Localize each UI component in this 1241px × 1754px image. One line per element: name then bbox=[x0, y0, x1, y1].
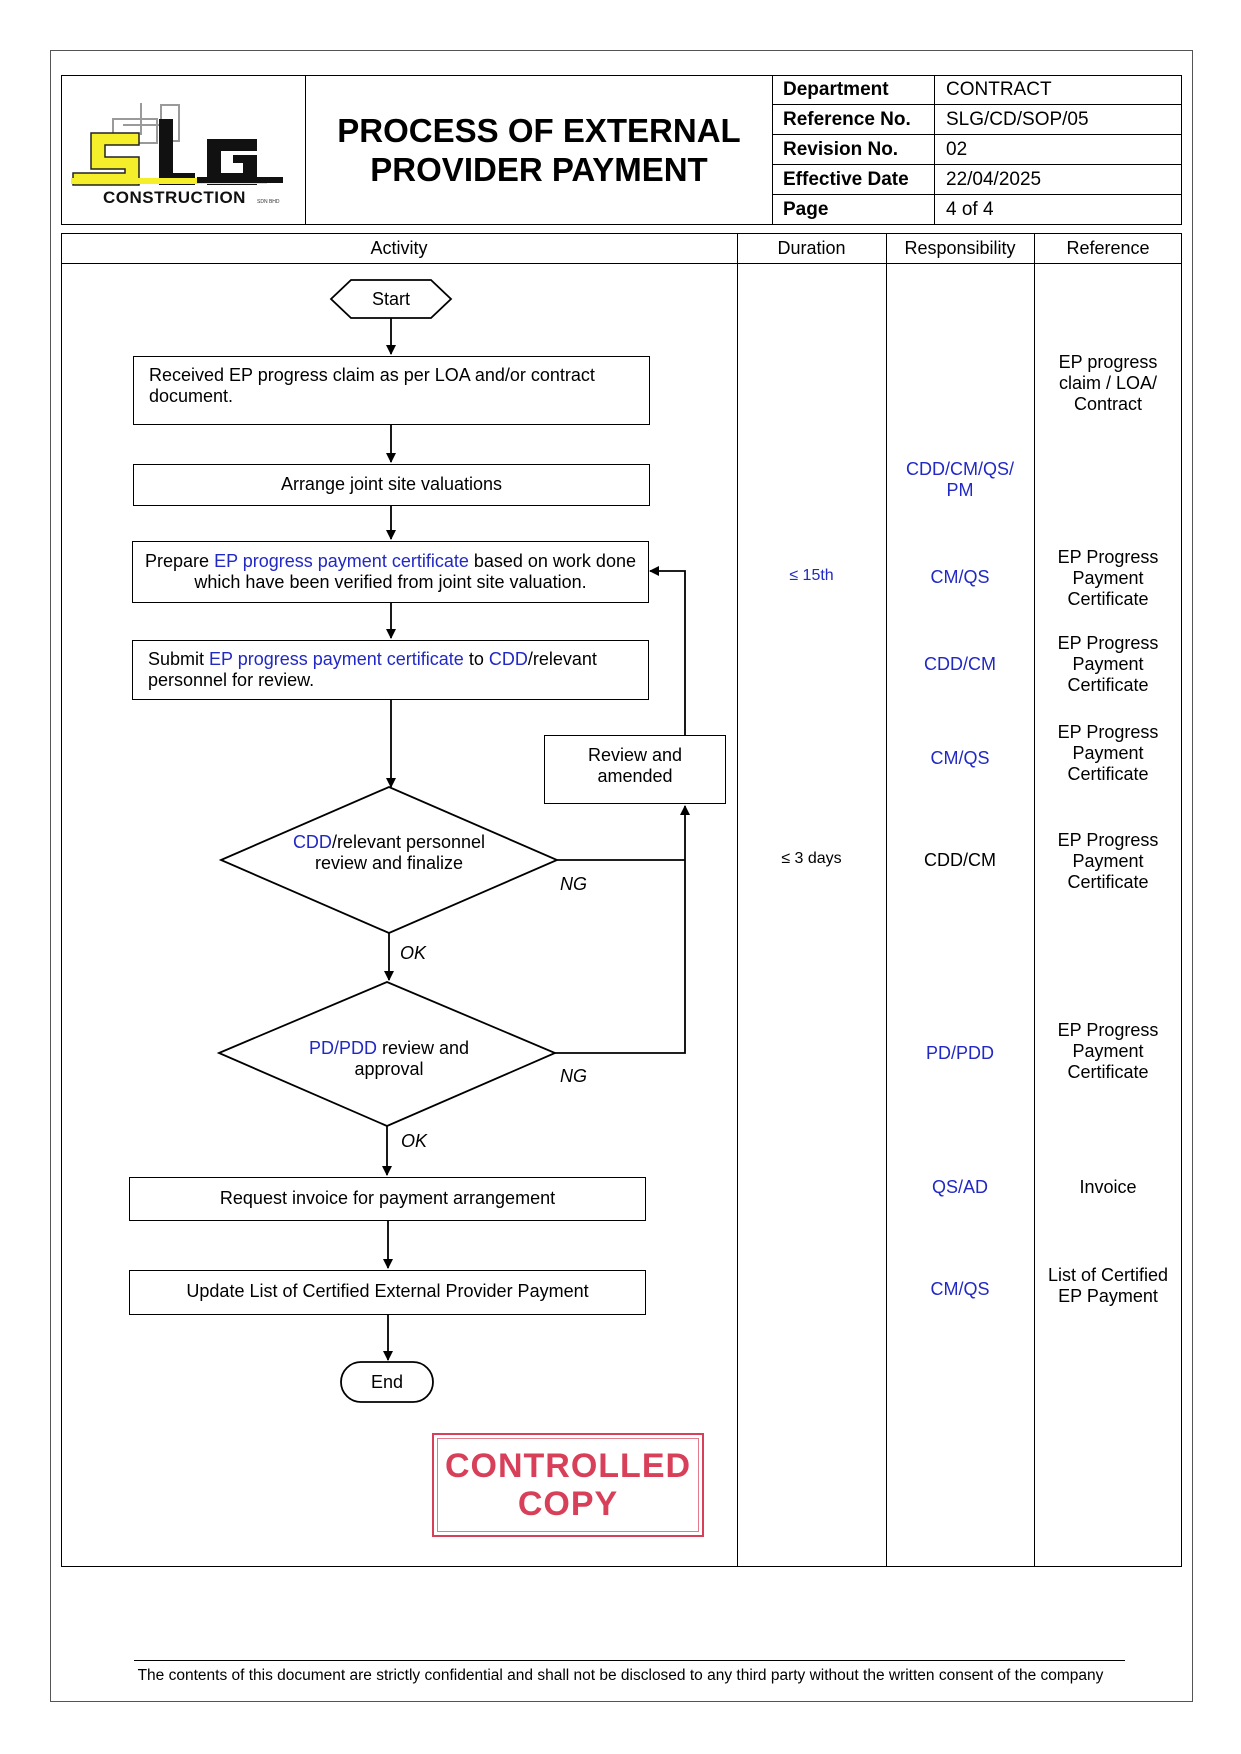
step-text: Prepare bbox=[145, 551, 215, 571]
title-cell: PROCESS OF EXTERNAL PROVIDER PAYMENT bbox=[306, 75, 773, 225]
info-label: Department bbox=[773, 75, 935, 104]
info-label: Page bbox=[773, 195, 935, 225]
responsibility-8: CM/QS bbox=[930, 1279, 990, 1299]
page-border bbox=[50, 50, 1193, 1702]
ok-label-2: OK bbox=[401, 1131, 428, 1151]
stamp-line: COPY bbox=[517, 1485, 619, 1523]
reference-1: EP progress claim / LOA/ Contract bbox=[1058, 352, 1158, 414]
step-prepare-certificate: Prepare EP progress payment certificate … bbox=[132, 541, 649, 603]
step-text: /relevant personnel for review. bbox=[148, 649, 597, 690]
info-value: CONTRACT bbox=[946, 79, 1052, 100]
ok-label-1: OK bbox=[400, 943, 427, 963]
step-text: Received EP progress claim as per LOA an… bbox=[149, 365, 595, 406]
responsibility-4: CM/QS bbox=[930, 748, 990, 768]
logo-cell: CONSTRUCTION SDN BHD bbox=[61, 75, 306, 225]
column-header-reference: Reference bbox=[1066, 238, 1150, 258]
reference-8: List of Certified EP Payment bbox=[1047, 1265, 1169, 1306]
decision-text: /relevant personnel review and finalize bbox=[314, 832, 486, 873]
document-title-line1: PROCESS OF EXTERNAL bbox=[337, 112, 741, 149]
duration-15th: ≤ 15th bbox=[789, 567, 834, 584]
table-header-divider bbox=[61, 263, 1182, 264]
certificate-link[interactable]: EP progress payment certificate bbox=[214, 551, 469, 571]
step-text: Update List of Certified External Provid… bbox=[186, 1281, 589, 1301]
info-value: 02 bbox=[946, 139, 968, 160]
responsibility-7: QS/AD bbox=[931, 1177, 988, 1197]
step-arrange-valuations: Arrange joint site valuations bbox=[133, 464, 650, 506]
start-label: Start bbox=[371, 289, 410, 309]
responsibility-5: CDD/CM bbox=[924, 850, 996, 870]
decision-text: review and approval bbox=[354, 1038, 470, 1079]
certificate-link[interactable]: EP progress payment certificate bbox=[209, 649, 464, 669]
responsibility-2: CM/QS bbox=[930, 567, 990, 587]
step-text: Arrange joint site valuations bbox=[280, 474, 503, 494]
reference-3: EP Progress Payment Certificate bbox=[1057, 633, 1159, 695]
column-divider bbox=[1034, 233, 1035, 1567]
end-terminator bbox=[340, 1361, 434, 1403]
stamp-line: CONTROLLED bbox=[444, 1447, 692, 1485]
column-divider bbox=[737, 233, 738, 1567]
ng-label-1: NG bbox=[560, 874, 587, 894]
decision-1-label: CDD/relevant personnel review and finali… bbox=[290, 832, 488, 874]
info-row-page: Page 4 of 4 bbox=[773, 195, 1182, 225]
step-review-amended: Review and amended bbox=[544, 735, 726, 804]
pd-pdd-link[interactable]: PD/PDD bbox=[308, 1038, 377, 1058]
start-terminator bbox=[329, 279, 453, 319]
info-label: Effective Date bbox=[773, 165, 935, 194]
procedure-table bbox=[61, 233, 1182, 1567]
controlled-copy-stamp: CONTROLLED COPY bbox=[432, 1433, 704, 1537]
reference-7: Invoice bbox=[1079, 1177, 1137, 1197]
cdd-link[interactable]: CDD bbox=[292, 832, 332, 852]
info-row-effective-date: Effective Date 22/04/2025 bbox=[773, 165, 1182, 195]
info-row-department: Department CONTRACT bbox=[773, 75, 1182, 105]
responsibility-6: PD/PDD bbox=[925, 1043, 994, 1063]
info-value: SLG/CD/SOP/05 bbox=[946, 109, 1089, 130]
reference-6: EP Progress Payment Certificate bbox=[1057, 1020, 1159, 1082]
step-update-list: Update List of Certified External Provid… bbox=[129, 1270, 646, 1315]
end-label: End bbox=[370, 1372, 404, 1392]
column-header-responsibility: Responsibility bbox=[904, 238, 1016, 258]
footer-divider bbox=[134, 1660, 1125, 1661]
column-divider bbox=[886, 233, 887, 1567]
reference-4: EP Progress Payment Certificate bbox=[1057, 722, 1159, 784]
column-header-activity: Activity bbox=[370, 238, 428, 258]
duration-3-days: ≤ 3 days bbox=[781, 850, 842, 867]
info-row-reference: Reference No. SLG/CD/SOP/05 bbox=[773, 105, 1182, 135]
reference-5: EP Progress Payment Certificate bbox=[1057, 830, 1159, 892]
info-label: Reference No. bbox=[773, 105, 935, 134]
document-header bbox=[61, 75, 1182, 225]
document-info-table: Department CONTRACT Reference No. SLG/CD… bbox=[773, 75, 1182, 225]
reference-2: EP Progress Payment Certificate bbox=[1057, 547, 1159, 609]
responsibility-1: CDD/CM/QS/ PM bbox=[906, 459, 1014, 500]
company-logo: CONSTRUCTION SDN BHD bbox=[71, 103, 283, 207]
decision-2-label: PD/PDD review and approval bbox=[290, 1038, 488, 1080]
step-text: based on work done which have been verif… bbox=[194, 551, 636, 592]
info-label: Revision No. bbox=[773, 135, 935, 164]
step-request-invoice: Request invoice for payment arrangement bbox=[129, 1177, 646, 1221]
logo-suffix: SDN BHD bbox=[257, 199, 280, 205]
responsibility-3: CDD/CM bbox=[924, 654, 996, 674]
column-header-duration: Duration bbox=[777, 238, 846, 258]
step-text: Request invoice for payment arrangement bbox=[219, 1188, 556, 1208]
info-row-revision: Revision No. 02 bbox=[773, 135, 1182, 165]
step-submit-certificate: Submit EP progress payment certificate t… bbox=[132, 640, 649, 700]
document-title-line2: PROVIDER PAYMENT bbox=[370, 151, 708, 188]
step-text: Submit bbox=[148, 649, 210, 669]
step-text: Review and amended bbox=[587, 745, 683, 786]
ng-label-2: NG bbox=[560, 1066, 587, 1086]
info-value: 22/04/2025 bbox=[946, 169, 1042, 190]
step-text: to bbox=[463, 649, 489, 669]
logo-word: CONSTRUCTION bbox=[103, 188, 246, 207]
confidentiality-footer: The contents of this document are strict… bbox=[137, 1667, 1104, 1684]
step-received-claim: Received EP progress claim as per LOA an… bbox=[133, 356, 650, 425]
cdd-link[interactable]: CDD bbox=[488, 649, 528, 669]
info-value: 4 of 4 bbox=[946, 199, 994, 220]
